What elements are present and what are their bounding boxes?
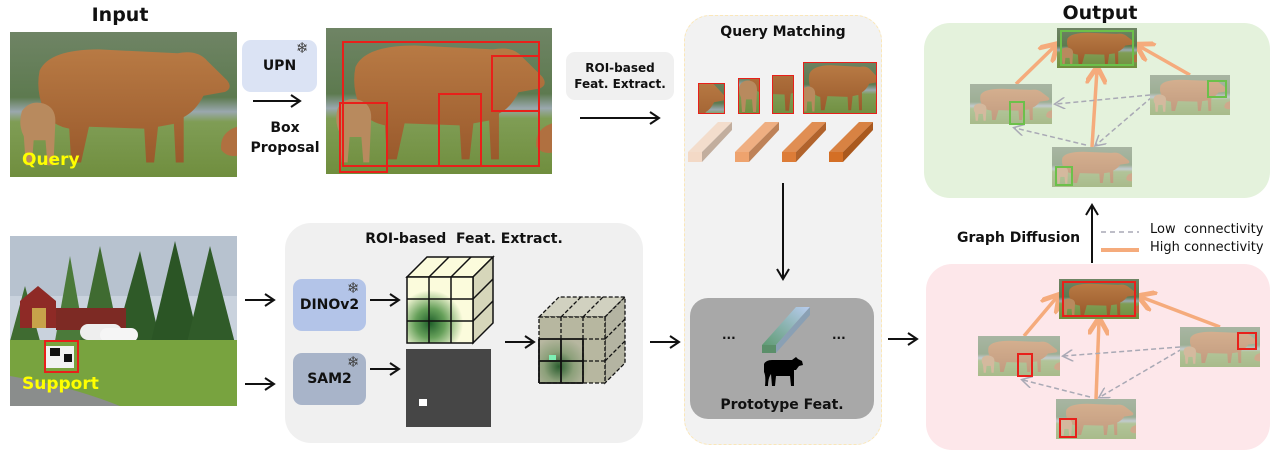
query-matching-title: Query Matching	[720, 24, 846, 40]
highlight-box	[1207, 80, 1227, 98]
support-box	[44, 340, 79, 373]
high-connectivity-edge	[1022, 297, 1057, 338]
crop-cow-legs	[772, 75, 794, 114]
legend-low-line	[1101, 231, 1139, 233]
legend-low-label: Low connectivity	[1150, 222, 1264, 237]
feature-bar-1	[688, 122, 732, 162]
box-proposal-line1: Box	[270, 120, 300, 136]
query-label: Query	[22, 150, 80, 170]
to-prototype-arrow	[650, 335, 681, 349]
roi-top-arrow	[580, 111, 661, 125]
sam2-arrow	[370, 362, 401, 376]
proposal-box-calf	[339, 102, 388, 173]
to-graph-arrow	[888, 332, 919, 346]
graph-node	[1056, 399, 1136, 439]
low-connectivity-edge	[1056, 94, 1151, 104]
mask-cow-shape	[419, 399, 427, 406]
prototype-box	[690, 298, 874, 419]
diffusion-graph	[978, 279, 1260, 439]
dinov2-label: DINOv2	[299, 297, 360, 313]
roi-bottom-title: ROI-based Feat. Extract.	[365, 231, 563, 247]
upn-label: UPN	[262, 58, 297, 74]
output-title: Output	[1062, 2, 1138, 24]
sam2-label: SAM2	[307, 371, 352, 387]
high-connectivity-edge	[1096, 321, 1099, 400]
box-proposal-arrow	[253, 94, 302, 108]
low-connectivity-edge	[1064, 346, 1181, 356]
graph-node	[970, 84, 1052, 125]
dinov2-module: DINOv2	[293, 279, 366, 331]
output-graph	[970, 28, 1230, 187]
sam2-module: SAM2	[293, 353, 366, 405]
low-connectivity-edge	[1100, 348, 1183, 397]
crop-whole-cow	[803, 62, 877, 114]
matching-down-arrow	[776, 183, 790, 281]
cow-icon	[764, 357, 803, 386]
highlight-box	[1009, 101, 1025, 125]
graph-node-main	[1057, 28, 1137, 68]
crop-cow-head	[698, 83, 725, 114]
support-to-sam2-arrow	[245, 377, 276, 391]
feature-bar-4	[829, 122, 873, 162]
highlight-box	[1060, 30, 1134, 66]
proposal-image	[326, 28, 552, 174]
highlight-box	[1059, 418, 1077, 438]
graph-node-main	[1059, 279, 1139, 319]
roi-top-label: ROI-based Feat. Extract.	[566, 52, 674, 100]
support-label: Support	[22, 374, 99, 394]
mask-highlight	[549, 355, 556, 360]
input-title: Input	[91, 4, 149, 26]
graph-diffusion-label: Graph Diffusion	[957, 230, 1081, 246]
low-connectivity-edge	[1015, 128, 1087, 146]
graph-node	[1150, 75, 1230, 115]
snowflake-icon: ❄	[347, 353, 360, 371]
query-image: Query	[10, 32, 237, 177]
low-connectivity-edge	[1096, 96, 1153, 145]
highlight-box	[1062, 281, 1136, 317]
graph-diffusion-arrow	[1085, 203, 1099, 263]
query-feature-bars	[688, 122, 873, 162]
prototype-ellipsis-left: ...	[722, 328, 736, 342]
snowflake-icon: ❄	[296, 39, 309, 57]
feature-bar-3	[782, 122, 826, 162]
legend-high-label: High connectivity	[1150, 240, 1264, 255]
snowflake-icon: ❄	[347, 279, 360, 297]
support-image: Support	[10, 236, 237, 406]
box-proposal-line2: Proposal	[250, 140, 320, 156]
dinov2-arrow	[370, 293, 401, 307]
high-connectivity-edge	[1141, 297, 1221, 329]
dinov2-feature-cube	[405, 255, 495, 345]
roi-top-line2: Feat. Extract.	[574, 77, 666, 91]
high-connectivity-edge	[1139, 46, 1191, 77]
prototype-ellipsis-right: ...	[832, 328, 846, 342]
graph-node	[978, 336, 1060, 377]
upn-module: UPN	[242, 40, 317, 92]
masked-feature-cube	[537, 295, 627, 385]
prototype-label: Prototype Feat.	[720, 397, 844, 413]
sam2-mask	[406, 349, 491, 427]
legend-high-line	[1101, 248, 1139, 252]
support-to-dinov2-arrow	[245, 293, 276, 307]
feature-bar-2	[735, 122, 779, 162]
roi-top-line1: ROI-based	[585, 61, 655, 75]
proposal-box-head	[491, 55, 540, 112]
high-connectivity-edge	[1092, 70, 1097, 148]
proposal-boxes	[339, 41, 540, 173]
proposal-box-legs	[438, 93, 482, 167]
highlight-box	[1017, 353, 1033, 377]
prototype-feature-bar	[762, 307, 810, 353]
high-connectivity-edge	[1014, 46, 1055, 86]
box-proposal-label: Box Proposal	[245, 118, 325, 158]
low-connectivity-edge	[1023, 380, 1091, 398]
graph-node	[1180, 327, 1260, 367]
graph-node	[1052, 147, 1132, 187]
crop-calf	[738, 78, 760, 114]
fuse-arrow	[505, 335, 536, 349]
highlight-box	[1055, 166, 1073, 186]
highlight-box	[1237, 332, 1257, 350]
